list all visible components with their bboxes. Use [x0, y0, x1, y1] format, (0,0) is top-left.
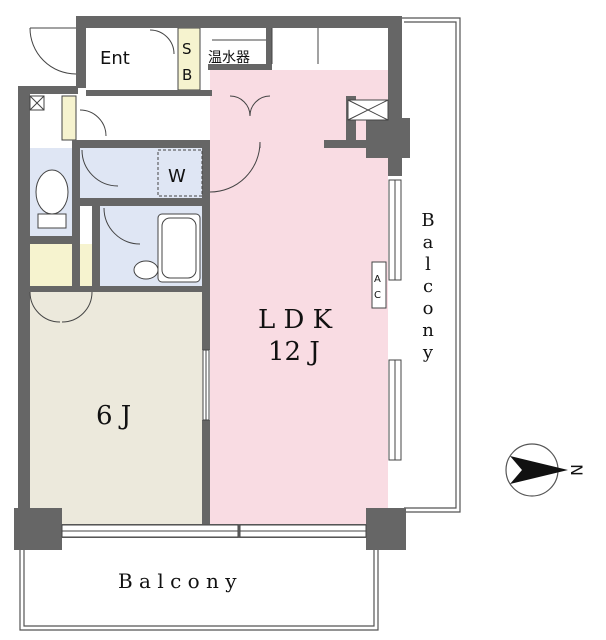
ac-label-a: A: [374, 274, 381, 285]
shoe-box-label-b: B: [182, 66, 192, 84]
balcony-east-letter: n: [422, 320, 434, 341]
balcony-south: [19, 540, 379, 631]
ac-label-c: C: [374, 290, 381, 301]
balcony-east-letter: l: [425, 254, 431, 275]
washer-label: W: [168, 166, 186, 187]
bedroom-size-label: 6 J: [96, 401, 131, 431]
closet-floor: [28, 244, 92, 288]
compass-icon: N: [505, 443, 586, 497]
balcony-east-letter: c: [423, 276, 433, 297]
compass-north-label: N: [567, 464, 586, 476]
balcony-east-letter: B: [421, 210, 434, 231]
balcony-south-label: B a l c o n y: [118, 569, 237, 593]
ldk-name-label: L D K: [258, 305, 333, 335]
shoe-box-label-s: S: [182, 40, 192, 58]
balcony-east: [400, 17, 461, 513]
bedroom-floor: [28, 290, 204, 524]
door-swings: [29, 27, 389, 323]
ldk-size-label: 12 J: [268, 337, 320, 367]
windows: [61, 179, 402, 538]
balcony-east-letter: y: [422, 342, 434, 363]
entrance-label: Ent: [100, 48, 130, 69]
ldk-floor: [210, 70, 388, 524]
water-heater-label: 温水器: [208, 50, 250, 66]
balcony-east-letter: a: [423, 232, 434, 253]
storage-strip: [61, 95, 77, 141]
balcony-east-letter: o: [423, 298, 434, 319]
washroom-floor: [78, 148, 202, 198]
